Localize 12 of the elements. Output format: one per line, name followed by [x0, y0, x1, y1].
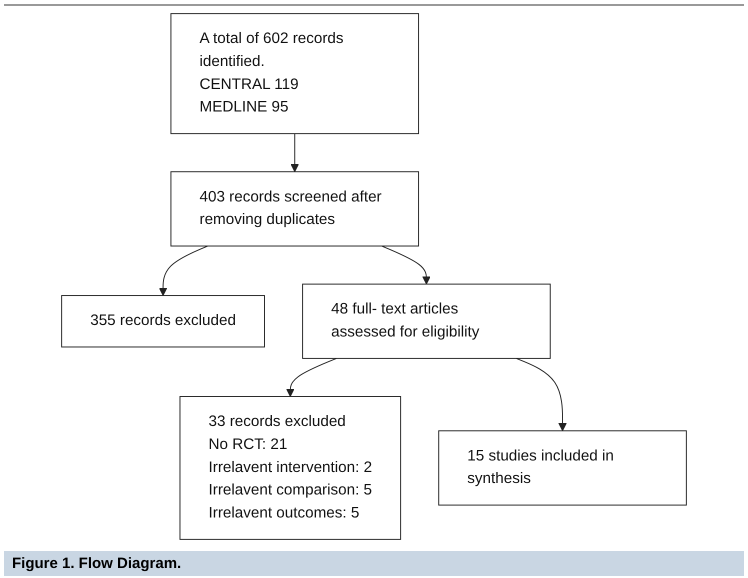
figure-caption: Figure 1. Flow Diagram. [4, 551, 744, 576]
node-box: A total of 602 records identified. CENTRAL 119 MEDLINE 95 [170, 13, 420, 134]
arrow [381, 246, 431, 284]
node-box: 33 records excluded No RCT: 21 Irrelavent intervention: 2 Irrelavent comparison: 5 Irrelavent outcomes: 5 [180, 396, 402, 540]
node-box: 403 records screened after removing duplicates [170, 171, 420, 246]
node-box: 48 full- text articles assessed for eligibility [302, 284, 551, 359]
node-box: 355 records excluded [61, 295, 265, 348]
arrow [290, 133, 299, 172]
arrow [286, 358, 337, 397]
node-box: 15 studies included in synthesis [438, 430, 687, 506]
arrow [516, 358, 567, 432]
arrow [158, 246, 208, 296]
